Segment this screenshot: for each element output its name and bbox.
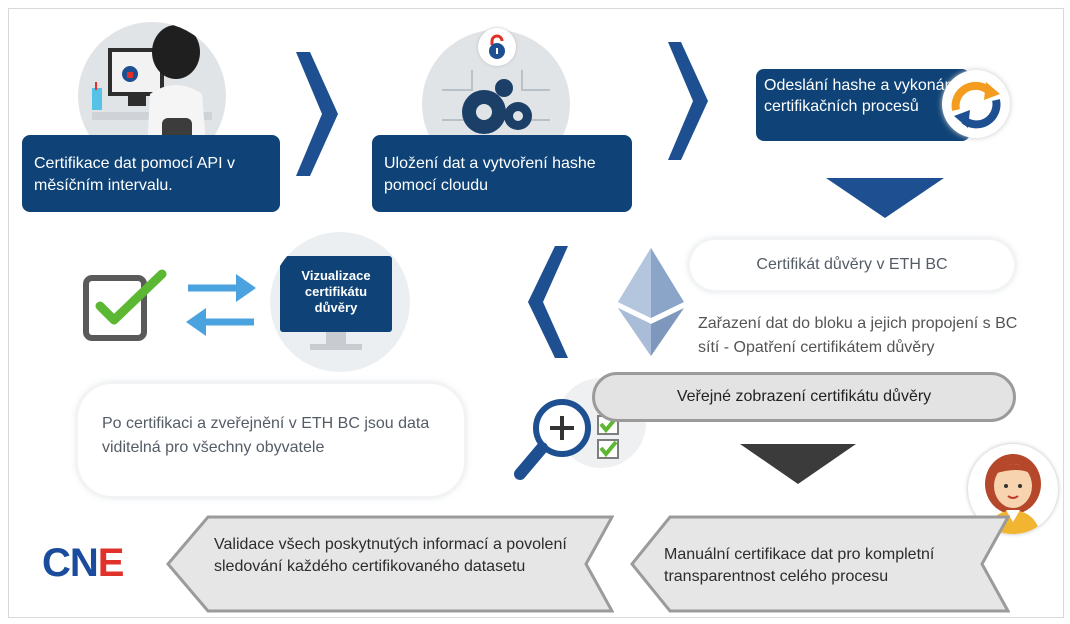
step3-text: Odeslání hashe a vykonání certifikačních… (764, 77, 958, 115)
chevron-down-icon (740, 444, 856, 484)
public-note-box: Po certifikaci a zveřejnění v ETH BC jso… (78, 384, 464, 496)
step7-text: Validace všech poskytnutých informací a … (214, 536, 567, 575)
step5-text: Veřejné zobrazení certifikátu důvěry (676, 388, 932, 405)
step6-shape (630, 515, 1010, 613)
checkbox-icon (83, 269, 167, 341)
chevron-left-icon (528, 246, 568, 358)
step4-label-box: Certifikát důvěry v ETH BC (690, 240, 1014, 290)
diagram-frame (8, 8, 1064, 618)
step3-box: Odeslání hashe a vykonání certifikačních… (756, 69, 970, 141)
chevron-down-icon (826, 178, 944, 218)
step6-text: Manuální certifikace dat pro kompletní t… (664, 546, 935, 585)
step2-text: Uložení dat a vytvoření hashe pomocí clo… (384, 155, 596, 194)
step4-desc-text: Zařazení dat do bloku a jejich propojení… (698, 315, 1018, 356)
step4-label: Certifikát důvěry v ETH BC (756, 256, 948, 273)
ethereum-icon (618, 248, 684, 356)
step1-box: Certifikace dat pomocí API v měsíčním in… (22, 135, 280, 212)
public-note-text: Po certifikaci a zveřejnění v ETH BC jso… (102, 415, 430, 456)
step5-box: Veřejné zobrazení certifikátu důvěry (592, 372, 1016, 422)
monitor-icon: Vizualizace certifikátu důvěry (270, 232, 410, 372)
step4-description: Zařazení dat do bloku a jejich propojení… (698, 312, 1038, 360)
chevron-right-icon (668, 42, 708, 160)
chevron-right-icon (296, 52, 338, 176)
monitor-text: Vizualizace certifikátu důvěry (301, 268, 371, 315)
cloud-sync-icon (942, 70, 1010, 138)
cne-logo-icon: CNE (42, 541, 124, 585)
swap-arrows-icon (186, 274, 256, 336)
step7-shape (166, 515, 614, 613)
lock-icon (478, 28, 516, 66)
step2-box: Uložení dat a vytvoření hashe pomocí clo… (372, 135, 632, 212)
magnifier-icon (514, 399, 591, 480)
step1-text: Certifikace dat pomocí API v měsíčním in… (34, 155, 235, 194)
